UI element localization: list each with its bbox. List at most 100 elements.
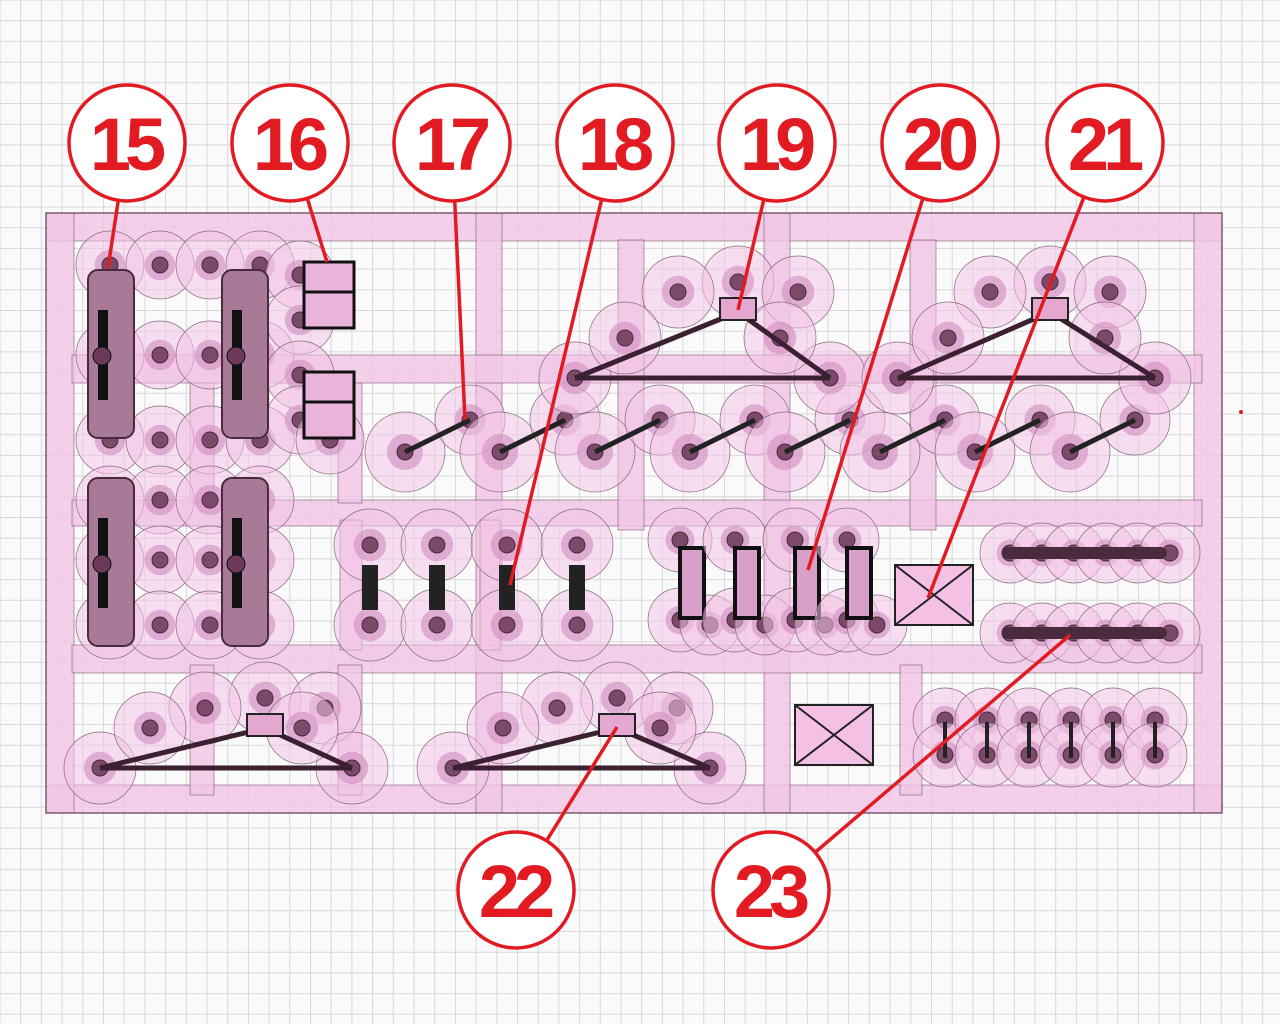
support-tip [498,616,516,634]
support-cluster [911,301,985,375]
cylinder-knob [226,346,246,366]
support-tip [151,256,169,274]
support-tip [256,689,274,707]
leader-line [508,199,604,586]
bracket-part [302,290,356,330]
rifle-part [1002,547,1167,559]
support-tip [1101,283,1119,301]
support-tip [201,346,219,364]
support-tip [151,616,169,634]
callout-circle [230,83,350,203]
callout-15: 15 [67,83,187,269]
sprue-bar [45,784,1223,814]
support-cluster [113,691,187,765]
device-part [793,546,821,620]
bracket-part [302,400,356,440]
support-cluster [540,508,614,582]
leader-line [813,633,1072,854]
support-cluster [333,588,407,662]
callout-number: 19 [740,103,814,186]
callout-circle [392,83,512,203]
support-tip [939,329,957,347]
callout-number: 21 [1068,103,1143,186]
callout-22: 22 [456,726,619,950]
support-tip [981,283,999,301]
callout-circle [1045,83,1165,203]
callout-20: 20 [806,83,1000,571]
callout-19: 19 [717,83,837,311]
clip-part [429,565,445,610]
callout-circle [717,83,837,203]
crate-cross [794,704,874,766]
support-cluster [125,525,195,595]
support-tip [726,531,744,549]
support-tip [361,616,379,634]
support-tip [201,431,219,449]
frame-outline [45,212,1223,814]
support-cluster [540,588,614,662]
support-tip [361,536,379,554]
support-tip [293,719,311,737]
callout-16: 16 [230,83,350,263]
support-tip [868,616,886,634]
callout-circle [711,830,831,950]
callout-17: 17 [392,83,512,421]
callout-number: 18 [578,103,652,186]
clip-part [362,565,378,610]
support-cluster [125,230,195,300]
device-part [678,546,706,620]
support-tip [669,283,687,301]
support-cluster [1139,522,1201,584]
support-tip [671,531,689,549]
rod-part [1068,417,1137,455]
leader-line [545,726,619,842]
callout-18: 18 [508,83,675,586]
support-tip [568,616,586,634]
support-tip [838,531,856,549]
rod-part [593,417,662,455]
cylinder-knob [92,346,112,366]
leader-line [736,199,766,311]
support-tip [151,346,169,364]
support-tip [428,536,446,554]
stray-dot [1239,410,1243,414]
sprue-bar [617,239,645,531]
callout-number: 23 [734,850,808,933]
support-cluster [168,671,242,745]
support-tip [201,551,219,569]
support-cluster [466,691,540,765]
crate-cross [894,564,974,626]
rod-part [783,417,852,455]
support-tip [141,719,159,737]
support-cluster [125,465,195,535]
support-cluster [1139,602,1201,664]
callout-23: 23 [711,633,1072,950]
callout-circle [456,830,576,950]
support-tip [789,283,807,301]
callout-number: 20 [903,103,977,186]
leader-line [305,197,329,263]
support-tip [548,699,566,717]
support-cluster [125,405,195,475]
callout-circle [67,83,187,203]
clip-part [569,565,585,610]
support-tip [428,616,446,634]
leader-line [926,196,1086,599]
rod-part [688,417,757,455]
support-tip [494,719,512,737]
support-tip [608,689,626,707]
rod-part [498,417,567,455]
cylinder-knob [226,554,246,574]
support-cluster [953,255,1027,329]
support-tip [151,491,169,509]
device-part [733,546,761,620]
support-tip [196,699,214,717]
rod-part [878,417,947,455]
callout-21: 21 [926,83,1165,599]
leader-line [806,197,925,571]
truss-hub [246,713,284,737]
support-tip [201,256,219,274]
cylinder-knob [92,554,112,574]
